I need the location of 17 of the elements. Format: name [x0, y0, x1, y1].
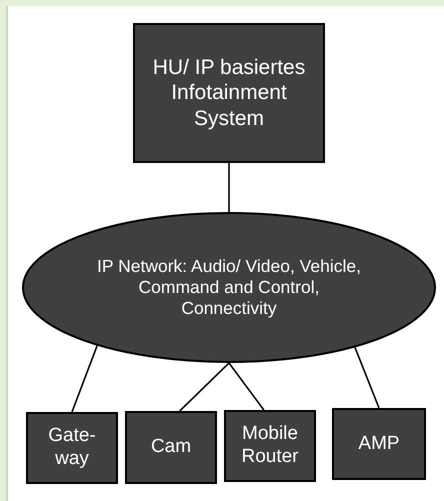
component-label: AMP: [358, 432, 400, 456]
component-label: HU/ IP basiertes Infotainment System: [152, 55, 306, 131]
component-label: Gate- way: [47, 425, 97, 471]
network-label: IP Network: Audio/ Video, Vehicle, Command and Control, Connectivity: [96, 256, 362, 319]
component-box: [26, 412, 118, 484]
network-ellipse: [22, 212, 436, 363]
connector-line: [71, 345, 98, 412]
connector-line: [228, 362, 264, 410]
component-box: [332, 408, 426, 480]
component-box: [224, 410, 316, 482]
component-box: [125, 411, 217, 484]
connector-line: [179, 362, 230, 412]
component-label: Mobile Router: [240, 423, 300, 469]
connector-line: [354, 347, 380, 408]
component-label: Cam: [150, 436, 192, 459]
connector-line: [228, 163, 230, 212]
component-box: [133, 23, 325, 163]
